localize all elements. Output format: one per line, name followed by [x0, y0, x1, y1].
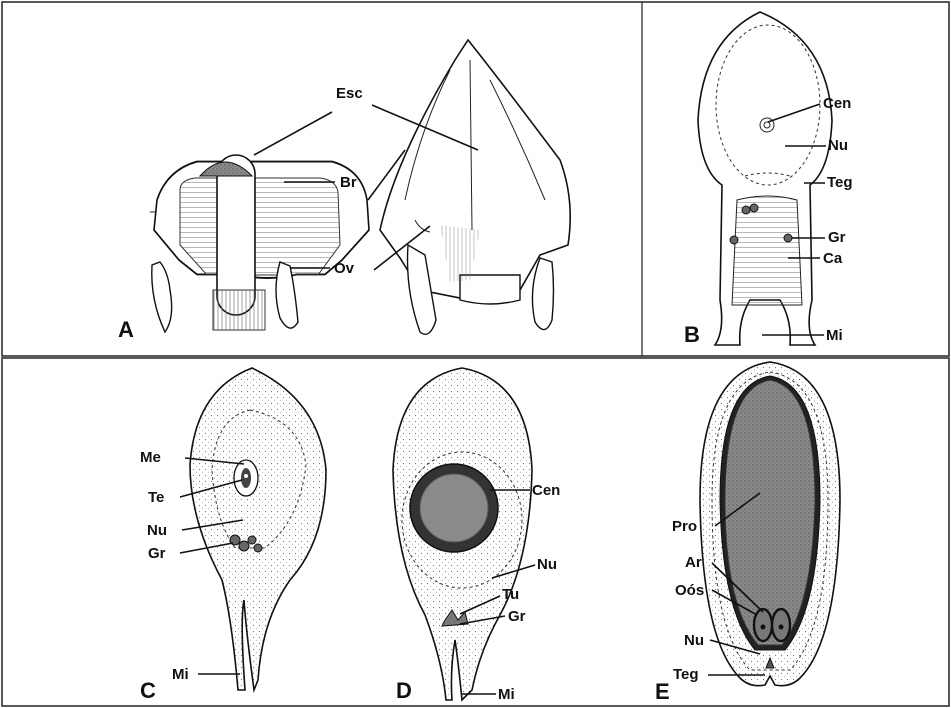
label-gr-b: Gr	[828, 229, 846, 246]
cone-back-view	[380, 40, 570, 334]
panel-letter-e: E	[655, 679, 670, 704]
label-esc: Esc	[336, 85, 363, 102]
panel-letter-b: B	[684, 322, 700, 347]
label-nu-d: Nu	[537, 556, 557, 573]
label-pro-e: Pro	[672, 518, 697, 535]
panel-e: Pro Ar Oós Nu Teg E	[655, 362, 840, 704]
label-teg-b: Teg	[827, 174, 853, 191]
label-nu-c: Nu	[147, 522, 167, 539]
label-mi-d: Mi	[498, 686, 515, 703]
cone-front-view	[150, 155, 369, 332]
panel-letter-c: C	[140, 678, 156, 703]
label-gr-d: Gr	[508, 608, 526, 625]
panel-a: Esc Br Ov A	[118, 40, 570, 342]
label-me-c: Me	[140, 449, 161, 466]
label-mi-c: Mi	[172, 666, 189, 683]
label-cen-d: Cen	[532, 482, 560, 499]
label-mi-b: Mi	[826, 327, 843, 344]
label-cen-b: Cen	[823, 95, 851, 112]
panel-c: Me Te Nu Gr Mi C	[140, 368, 326, 703]
panel-b: Cen Nu Teg Gr Ca Mi B	[684, 12, 853, 347]
label-teg-e: Teg	[673, 666, 699, 683]
label-nu-b: Nu	[828, 137, 848, 154]
label-nu-e: Nu	[684, 632, 704, 649]
panel-letter-d: D	[396, 678, 412, 703]
label-ca-b: Ca	[823, 250, 843, 267]
label-oos-e: Oós	[675, 582, 704, 599]
label-ar-e: Ar	[685, 554, 702, 571]
label-te-c: Te	[148, 489, 164, 506]
panel-d: Cen Nu Tu Gr Mi D	[393, 368, 560, 703]
label-ov: Ov	[334, 260, 355, 277]
label-br: Br	[340, 174, 357, 191]
label-gr-c: Gr	[148, 545, 166, 562]
label-tu-d: Tu	[502, 586, 519, 603]
panel-letter-a: A	[118, 317, 134, 342]
